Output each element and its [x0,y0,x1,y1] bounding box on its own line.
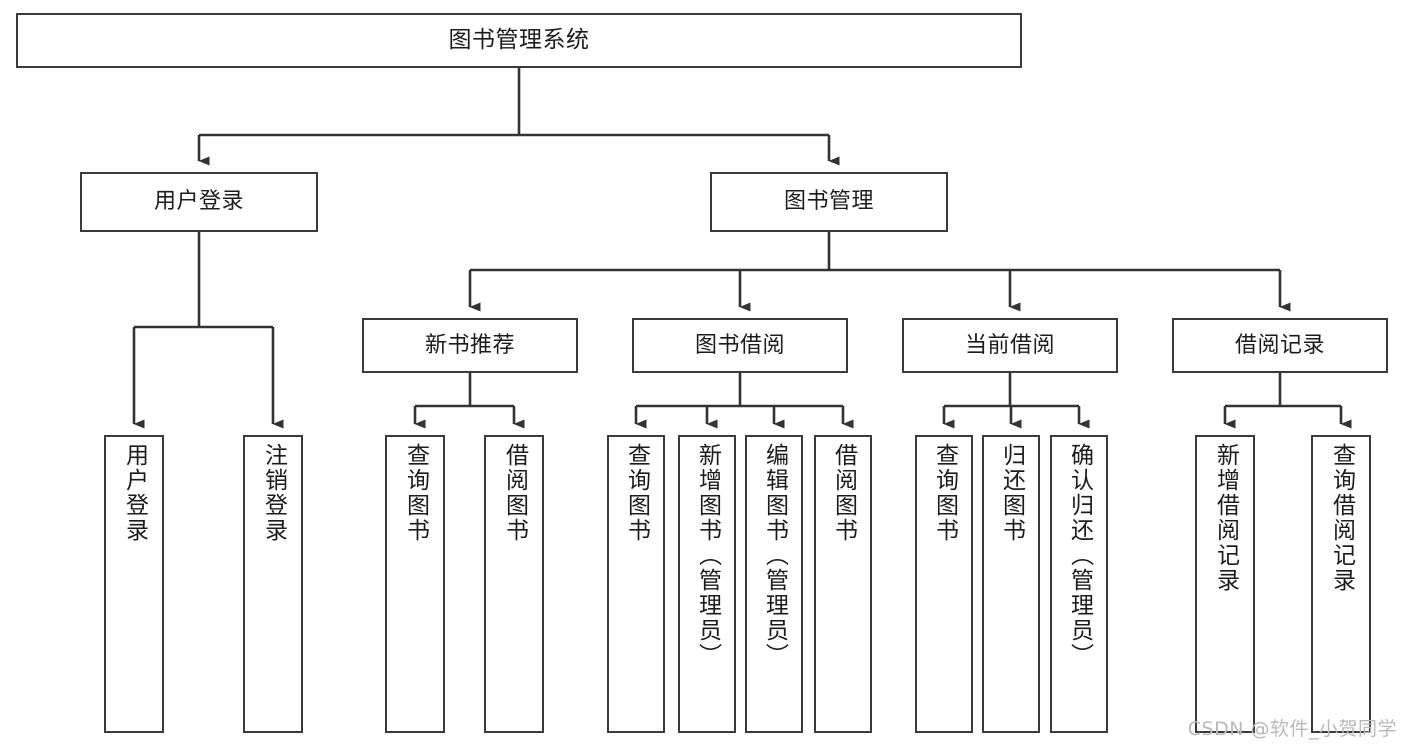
node-label: 借阅记录 [1234,332,1325,358]
node-new-book-recommend[interactable]: 新书推荐 [362,318,578,373]
node-current-borrow[interactable]: 当前借阅 [902,318,1118,373]
leaf-logout[interactable]: 注销登录 [243,435,303,733]
node-borrow-record[interactable]: 借阅记录 [1172,318,1388,373]
leaf-query-borrow-record[interactable]: 查询借阅记录 [1311,435,1371,733]
leaf-query-book-borrow[interactable]: 查询图书 [607,435,665,733]
watermark: CSDN @软件_小贺同学 [1187,718,1397,740]
node-label: 新书推荐 [424,332,515,358]
node-label: 借阅图书 [830,443,857,543]
node-user-login[interactable]: 用户登录 [80,172,318,232]
leaf-query-book-newbook[interactable]: 查询图书 [385,435,445,733]
node-book-management[interactable]: 图书管理 [710,172,948,232]
leaf-add-book-admin[interactable]: 新增图书（管理员） [678,435,736,733]
node-book-borrow[interactable]: 图书借阅 [632,318,848,373]
leaf-edit-book-admin[interactable]: 编辑图书（管理员） [745,435,803,733]
node-label: 用户登录 [121,443,148,543]
node-label: 新增借阅记录 [1212,443,1239,593]
node-label: 当前借阅 [964,332,1055,358]
node-label: 编辑图书（管理员） [761,443,788,668]
node-root-system[interactable]: 图书管理系统 [16,13,1022,68]
leaf-borrow-book-borrow[interactable]: 借阅图书 [814,435,872,733]
leaf-borrow-book-newbook[interactable]: 借阅图书 [484,435,544,733]
node-label: 注销登录 [260,443,287,543]
leaf-add-borrow-record[interactable]: 新增借阅记录 [1195,435,1255,733]
node-label: 图书借阅 [694,332,785,358]
node-label: 图书管理 [783,189,874,215]
leaf-query-book-current[interactable]: 查询图书 [915,435,973,733]
node-label: 查询借阅记录 [1328,443,1355,593]
leaf-user-login[interactable]: 用户登录 [104,435,164,733]
node-label: 借阅图书 [501,443,528,543]
node-label: 查询图书 [402,443,429,543]
node-label: 图书管理系统 [448,26,590,53]
node-label: 新增图书（管理员） [694,443,721,668]
node-label: 用户登录 [153,189,244,215]
leaf-return-book[interactable]: 归还图书 [982,435,1040,733]
node-label: 确认归还（管理员） [1066,443,1093,668]
node-label: 查询图书 [623,443,650,543]
leaf-confirm-return-admin[interactable]: 确认归还（管理员） [1050,435,1108,733]
node-label: 归还图书 [998,443,1025,543]
node-label: 查询图书 [931,443,958,543]
